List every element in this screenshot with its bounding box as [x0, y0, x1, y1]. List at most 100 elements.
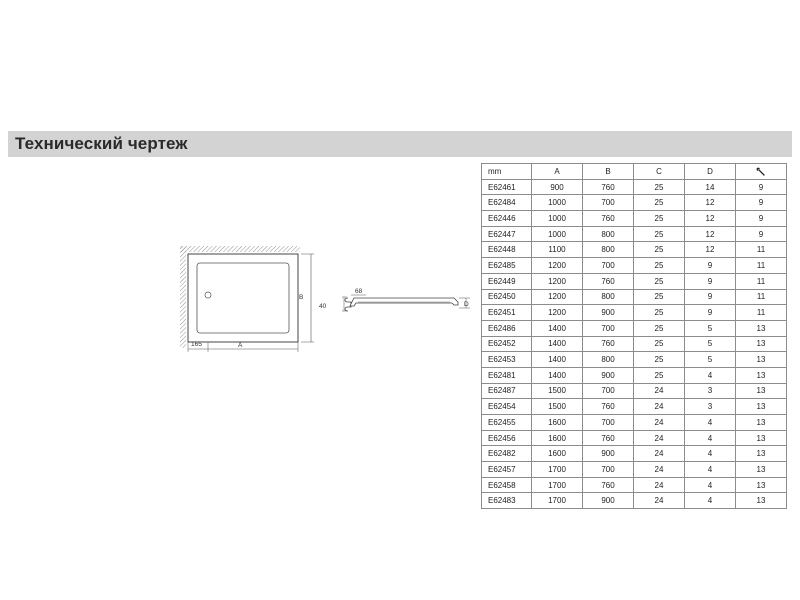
table-cell: 1500: [531, 398, 583, 415]
table-cell: 800: [582, 351, 634, 368]
product-code-cell: E62454: [481, 398, 532, 415]
table-cell: 24: [633, 398, 685, 415]
table-cell: 12: [684, 241, 736, 259]
table-cell: 900: [531, 178, 583, 196]
product-code-cell: E62447: [481, 225, 532, 243]
dim-40-label: 40: [319, 303, 327, 310]
table-cell: 13: [735, 319, 787, 337]
table-cell: 1400: [531, 319, 583, 337]
table-cell: 3: [684, 382, 736, 400]
table-cell: 1200: [531, 304, 583, 321]
table-cell: 24: [633, 476, 685, 494]
table-cell: 25: [633, 335, 685, 353]
table-cell: 13: [735, 335, 787, 353]
table-cell: 13: [735, 492, 787, 510]
table-cell: 1400: [531, 366, 583, 384]
product-code-cell: E62449: [481, 272, 532, 290]
dim-b-label: B: [299, 294, 303, 301]
product-code-cell: E62483: [481, 492, 532, 510]
table-cell: 800: [582, 225, 634, 243]
table-cell: 13: [735, 461, 787, 478]
table-cell: 25: [633, 304, 685, 321]
table-cell: 1500: [531, 382, 583, 400]
table-cell: 11: [735, 272, 787, 290]
tray-profile-view: 68 40 D: [319, 288, 470, 312]
header-a: A: [531, 163, 583, 180]
product-code-cell: E62448: [481, 241, 532, 259]
table-cell: 25: [633, 288, 685, 306]
table-cell: 24: [633, 414, 685, 431]
header-c: C: [633, 163, 685, 180]
table-cell: 25: [633, 366, 685, 384]
table-cell: 900: [582, 492, 634, 510]
product-code-cell: E62446: [481, 210, 532, 227]
tray-top-view: [180, 246, 300, 348]
table-cell: 9: [684, 304, 736, 321]
table-cell: 4: [684, 492, 736, 510]
table-cell: 800: [582, 288, 634, 306]
table-cell: 1200: [531, 272, 583, 290]
header-b: B: [582, 163, 634, 180]
header-fixing: [735, 163, 787, 180]
table-cell: 25: [633, 210, 685, 227]
table-cell: 700: [582, 461, 634, 478]
table-cell: 700: [582, 319, 634, 337]
dim-d-label: D: [464, 301, 469, 308]
table-cell: 1000: [531, 194, 583, 212]
table-cell: 13: [735, 382, 787, 400]
wall-hatch-left: [180, 246, 186, 348]
table-cell: 900: [582, 304, 634, 321]
table-cell: 1000: [531, 225, 583, 243]
technical-drawing: B 165 A 68 40 D: [178, 246, 478, 356]
header-d: D: [684, 163, 736, 180]
table-cell: 1600: [531, 429, 583, 447]
table-cell: 11: [735, 304, 787, 321]
dim-a-label: A: [238, 342, 243, 349]
wall-hatch-top: [180, 246, 300, 252]
table-cell: 12: [684, 225, 736, 243]
product-code-cell: E62487: [481, 382, 532, 400]
table-cell: 760: [582, 272, 634, 290]
table-cell: 760: [582, 429, 634, 447]
product-code-cell: E62486: [481, 319, 532, 337]
table-cell: 700: [582, 257, 634, 274]
table-cell: 4: [684, 429, 736, 447]
table-cell: 1100: [531, 241, 583, 259]
table-cell: 1200: [531, 288, 583, 306]
table-cell: 700: [582, 382, 634, 400]
table-cell: 4: [684, 476, 736, 494]
table-cell: 11: [735, 257, 787, 274]
table-cell: 25: [633, 178, 685, 196]
product-code-cell: E62461: [481, 178, 532, 196]
table-cell: 9: [735, 194, 787, 212]
product-code-cell: E62457: [481, 461, 532, 478]
dimension-b: B: [299, 253, 314, 343]
table-cell: 9: [735, 210, 787, 227]
table-cell: 1200: [531, 257, 583, 274]
product-code-cell: E62456: [481, 429, 532, 447]
product-code-cell: E62453: [481, 351, 532, 368]
table-cell: 12: [684, 194, 736, 212]
table-cell: 700: [582, 194, 634, 212]
table-cell: 5: [684, 351, 736, 368]
table-cell: 1700: [531, 461, 583, 478]
table-cell: 25: [633, 272, 685, 290]
product-code-cell: E62482: [481, 445, 532, 463]
table-cell: 900: [582, 366, 634, 384]
